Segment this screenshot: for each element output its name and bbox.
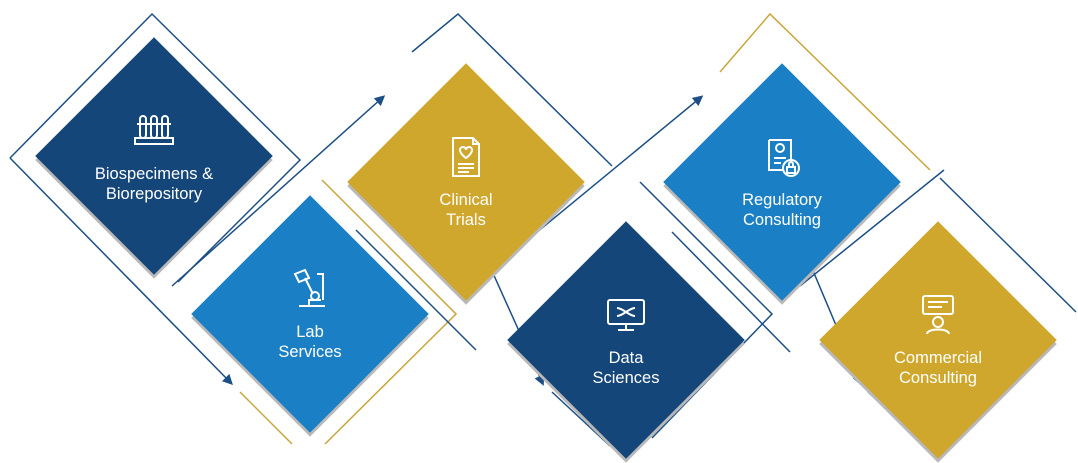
arrow-line-1-down (9, 157, 233, 385)
arrow-line-2-up (171, 95, 386, 287)
frame-line-2-bottom (239, 391, 293, 445)
frame-line-6-top (799, 169, 945, 287)
frame-line-2 (321, 179, 458, 445)
frame-line-3 (411, 12, 613, 167)
frame-line-3-left (355, 229, 477, 351)
frame-line-5 (719, 12, 931, 171)
frame-line-5-left (671, 231, 791, 353)
frame-line-6 (939, 177, 1077, 313)
frame-line-1-top (9, 12, 302, 283)
service-tile-commercial-consulting[interactable]: Commercial Consulting (818, 220, 1058, 463)
diamond-commercial-consulting[interactable] (819, 221, 1057, 459)
